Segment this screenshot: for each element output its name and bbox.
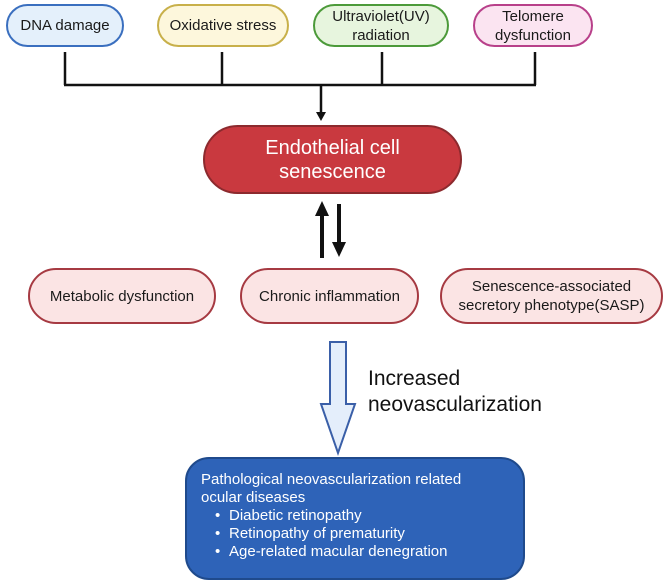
ocular-diseases-list: • Diabetic retinopathy • Retinopathy of …: [201, 507, 509, 561]
cause-uv-radiation-line-2: radiation: [352, 26, 410, 44]
bullet-icon: •: [215, 507, 221, 524]
disease-item-retinopathy-prematurity: • Retinopathy of prematurity: [215, 525, 509, 543]
disease-item-label: Retinopathy of prematurity: [229, 525, 405, 542]
increased-neovascularization-label: Increased neovascularization: [368, 366, 542, 418]
bidirectional-arrows: [315, 201, 346, 258]
central-line-1: Endothelial cell: [265, 136, 400, 159]
outcome-line-1: Increased: [368, 367, 461, 390]
effect-metabolic-label: Metabolic dysfunction: [49, 287, 195, 305]
disease-item-macular-degeneration: • Age-related macular denegration: [215, 543, 509, 561]
effect-metabolic-dysfunction: Metabolic dysfunction: [28, 268, 216, 324]
endothelial-senescence-node: Endothelial cell senescence: [203, 125, 462, 194]
down-arrow-head: [332, 242, 346, 257]
cause-dna-damage-label: DNA damage: [20, 17, 110, 34]
central-line-2: senescence: [279, 160, 386, 183]
ocular-title-line-2: ocular diseases: [201, 489, 306, 506]
cause-telomere-line-1: Telomere: [502, 7, 564, 25]
increase-hollow-arrow: [319, 341, 357, 457]
disease-item-label: Age-related macular denegration: [229, 543, 448, 560]
effect-inflammation-label: Chronic inflammation: [259, 287, 400, 305]
cause-oxidative-stress-label: Oxidative stress: [169, 17, 277, 34]
bullet-icon: •: [215, 543, 221, 560]
outcome-line-2: neovascularization: [368, 393, 542, 416]
disease-item-label: Diabetic retinopathy: [229, 507, 362, 524]
down-arrowhead: [316, 112, 326, 121]
cause-telomere-line-2: dysfunction: [495, 26, 571, 44]
effect-sasp-line-2: secretory phenotype(SASP): [458, 297, 645, 314]
effect-sasp: Senescence-associated secretory phenotyp…: [440, 268, 663, 324]
ocular-diseases-title: Pathological neovascularization related …: [201, 471, 509, 507]
disease-item-diabetic-retinopathy: • Diabetic retinopathy: [215, 507, 509, 525]
cause-uv-radiation-line-1: Ultraviolet(UV): [332, 7, 430, 25]
bullet-icon: •: [215, 525, 221, 542]
ocular-diseases-box: Pathological neovascularization related …: [185, 457, 525, 580]
effect-chronic-inflammation: Chronic inflammation: [240, 268, 419, 324]
cause-dna-damage: DNA damage: [6, 4, 124, 47]
cause-telomere-dysfunction: Telomere dysfunction: [473, 4, 593, 47]
cause-oxidative-stress: Oxidative stress: [157, 4, 289, 47]
cause-uv-radiation: Ultraviolet(UV) radiation: [313, 4, 449, 47]
up-arrow-head: [315, 201, 329, 216]
ocular-title-line-1: Pathological neovascularization related: [201, 471, 462, 488]
effect-sasp-line-1: Senescence-associated: [471, 278, 632, 295]
